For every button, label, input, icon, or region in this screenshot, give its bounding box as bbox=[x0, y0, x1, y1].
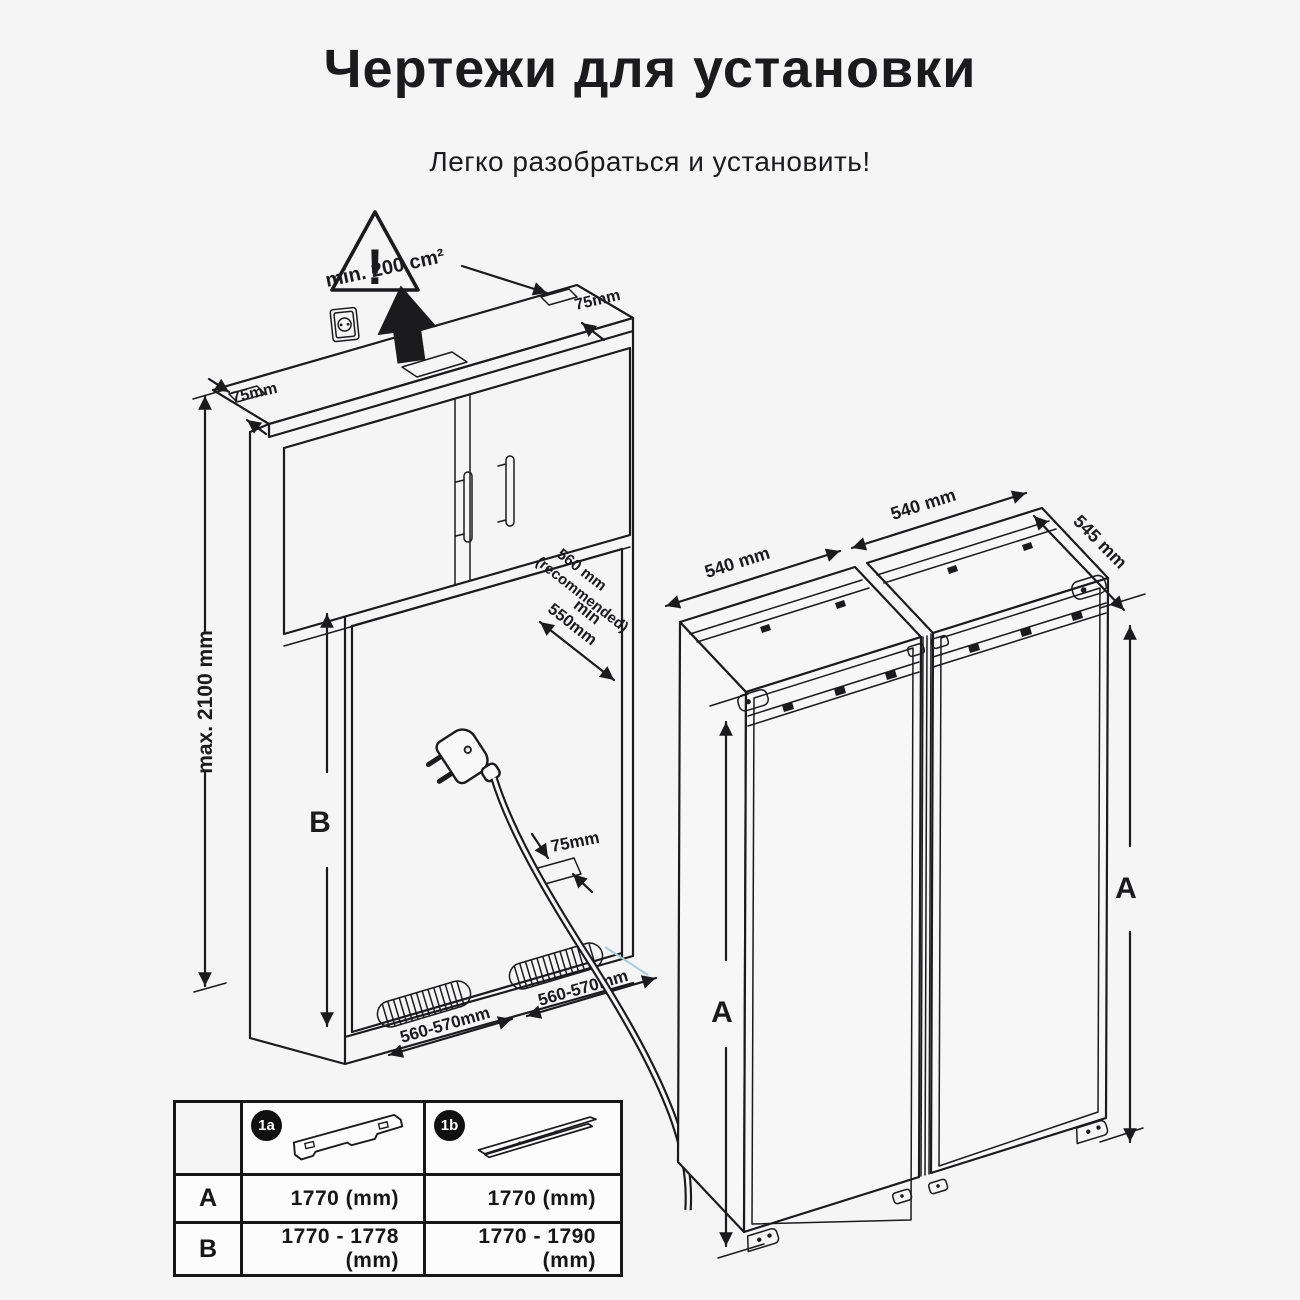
value-A-1b: 1770 (mm) bbox=[423, 1173, 623, 1224]
foot-mid-b bbox=[927, 1178, 949, 1195]
hinge-top-left bbox=[737, 688, 769, 712]
variant-1a-badge: 1a bbox=[251, 1110, 282, 1141]
mounting-rail-1b-icon bbox=[477, 1116, 597, 1159]
variant-1b-cell: 1b bbox=[423, 1100, 623, 1176]
hinge-divider-a bbox=[906, 642, 926, 658]
mounting-bracket-1a-icon bbox=[292, 1113, 404, 1161]
foot-left bbox=[746, 1228, 780, 1253]
svg-text:75mm: 75mm bbox=[549, 828, 601, 856]
page-subtitle: Легко разобраться и установить! bbox=[429, 146, 871, 177]
unit-divider bbox=[920, 633, 932, 1177]
door-handle-right bbox=[497, 455, 515, 527]
cabinet-top-panel bbox=[211, 283, 635, 439]
row-label-A: A bbox=[173, 1173, 243, 1224]
power-outlet-icon bbox=[329, 306, 360, 343]
niche-diagram: ! min. 200 cm² 75mm 75mm bbox=[192, 210, 693, 1211]
value-B-1b: 1770 - 1790 (mm) bbox=[423, 1221, 623, 1277]
svg-text:A: A bbox=[1115, 872, 1137, 905]
appliance-diagram: 540 mm 540 mm 545 mm A bbox=[664, 485, 1146, 1259]
table-row: A 1770 (mm) 1770 (mm) bbox=[173, 1173, 623, 1224]
svg-text:A: A bbox=[711, 996, 733, 1029]
power-plug-icon bbox=[425, 728, 501, 785]
variant-1b-badge: 1b bbox=[434, 1110, 465, 1141]
row-label-B: B bbox=[173, 1221, 243, 1277]
warning-icon: ! bbox=[330, 210, 420, 295]
hinge-divider-b bbox=[930, 634, 950, 650]
dim-height-A-right: A bbox=[1099, 593, 1146, 1144]
dim-niche-height-B: B bbox=[309, 612, 334, 1028]
dim-height-A-left: A bbox=[709, 693, 765, 1259]
svg-text:75mm: 75mm bbox=[573, 287, 622, 314]
airflow-arrow-icon bbox=[377, 285, 437, 364]
value-A-1a: 1770 (mm) bbox=[240, 1173, 426, 1224]
svg-text:B: B bbox=[309, 806, 331, 839]
page-title: Чертежи для установки bbox=[323, 39, 977, 99]
foot-mid-a bbox=[891, 1188, 913, 1205]
variant-1a-cell: 1a bbox=[240, 1100, 426, 1176]
appliance-left-unit bbox=[676, 565, 923, 1234]
svg-text:!: ! bbox=[367, 239, 384, 295]
foot-right bbox=[1075, 1120, 1109, 1145]
table-header-row: 1a 1b bbox=[173, 1100, 623, 1176]
door-handle-left bbox=[455, 471, 473, 543]
vent-area-label: min. 200 cm² bbox=[323, 245, 446, 292]
dim-max-height: max. 2100 mm bbox=[192, 389, 227, 993]
table-corner-cell bbox=[173, 1100, 243, 1176]
table-row: B 1770 - 1778 (mm) 1770 - 1790 (mm) bbox=[173, 1221, 623, 1277]
svg-text:max. 2100 mm: max. 2100 mm bbox=[194, 630, 217, 774]
value-B-1a: 1770 - 1778 (mm) bbox=[240, 1221, 426, 1277]
size-table: 1a 1b bbox=[173, 1100, 623, 1277]
